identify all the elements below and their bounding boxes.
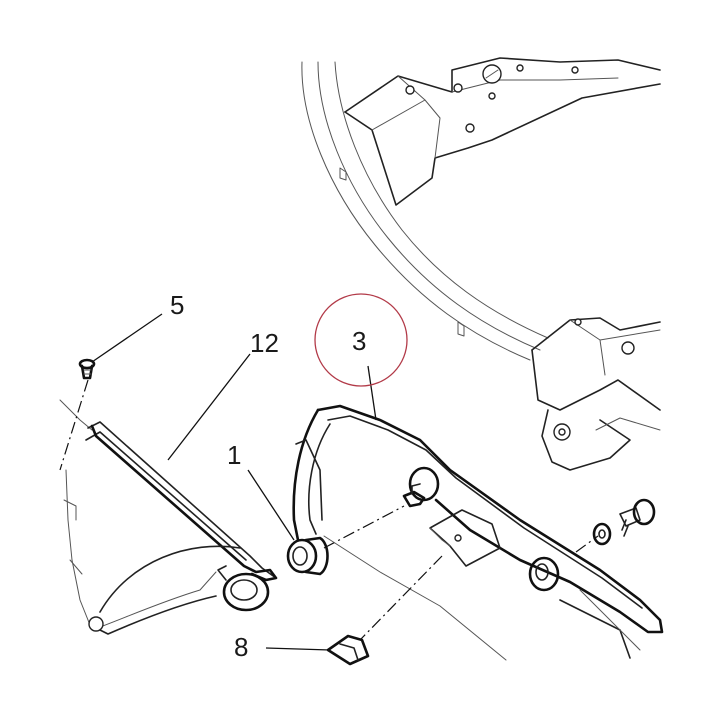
vehicle-frame — [301, 57, 661, 471]
fender-panel — [59, 399, 278, 635]
bracket-hole-icon — [574, 318, 582, 326]
callout-3: 3 — [352, 326, 366, 356]
bushing-part-1 — [286, 505, 405, 576]
callout-5: 5 — [170, 290, 184, 320]
bracket-hole-icon — [453, 83, 463, 93]
washer-bolt — [575, 498, 656, 553]
leader-line-12 — [167, 353, 251, 461]
callout-1: 1 — [227, 440, 241, 470]
callout-8: 8 — [234, 632, 248, 662]
clip-part-8 — [326, 634, 370, 666]
leader-line-3 — [367, 365, 377, 421]
screw-part-5 — [59, 358, 96, 471]
bracket-arm-part-3 — [292, 404, 664, 661]
leader-line-5 — [91, 313, 163, 363]
callout-12: 12 — [250, 328, 279, 358]
bracket-hole-icon — [465, 123, 475, 133]
fender-boss-ring — [222, 572, 270, 612]
callout-3-highlight-circle — [314, 293, 408, 387]
bracket-hole-icon — [571, 66, 579, 74]
bracket-hole-icon — [488, 92, 496, 100]
leader-line-8 — [265, 647, 331, 651]
bracket-hole-icon — [621, 341, 635, 355]
bracket-hole-icon — [405, 85, 415, 95]
leader-line-1 — [247, 469, 295, 541]
mount-hole-icon — [88, 616, 104, 632]
clip-plate — [359, 509, 501, 641]
bracket-hole-icon — [516, 64, 524, 72]
